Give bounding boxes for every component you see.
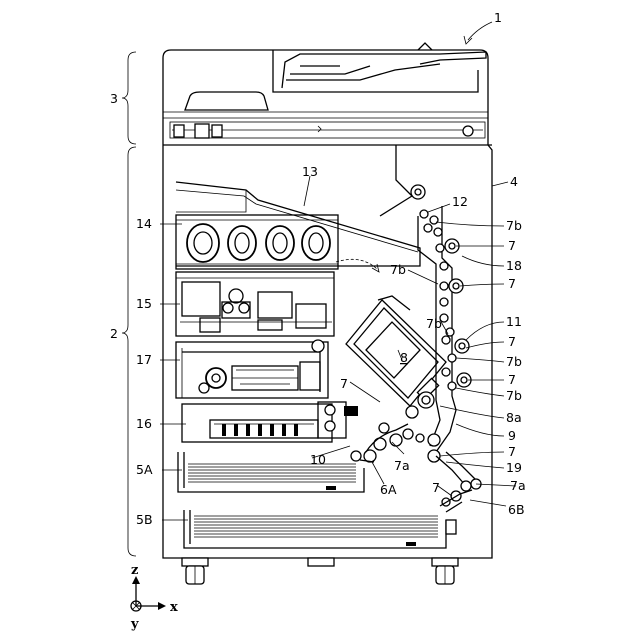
paper-tray-lower: [184, 510, 456, 548]
label-tray-lower: 5B: [136, 512, 153, 527]
bracket-lower: [122, 147, 136, 556]
axis-x-label: x: [170, 600, 178, 615]
label-roller-7-mid: 7: [340, 376, 348, 391]
feed-rollers-upper: [351, 423, 413, 462]
image-unit: [176, 340, 328, 398]
label-path-9: 9: [508, 428, 516, 443]
axis-y-label: y: [130, 617, 139, 632]
optical-unit: [176, 145, 425, 266]
toner-cartridges: [176, 215, 338, 269]
leader-lines: [160, 22, 516, 520]
label-roller-7-1: 7: [508, 238, 516, 253]
label-roller-7b-mid: 7b: [426, 316, 442, 331]
label-image-unit: 17: [136, 352, 152, 367]
label-roller-7-5: 7: [508, 444, 516, 459]
label-tray-upper: 5A: [136, 462, 153, 477]
label-belt-roller: 12: [452, 194, 468, 209]
label-transfer-unit: 16: [136, 416, 152, 431]
label-roller-7-2: 7: [508, 276, 516, 291]
label-optical-unit: 13: [302, 164, 318, 179]
casters: [182, 558, 458, 584]
label-roller-7a-mid: 7a: [394, 458, 410, 473]
label-roller-7b-left: 7b: [390, 262, 406, 277]
label-exposure-unit: 15: [136, 296, 152, 311]
label-roller-7b-2: 7b: [506, 354, 522, 369]
coordinate-axes: z x y: [130, 563, 178, 632]
fixing-unit: [346, 296, 446, 418]
label-roller-7-3: 7: [508, 334, 516, 349]
label-feeder-upper: 6A: [380, 482, 397, 497]
transfer-unit: [182, 402, 358, 442]
label-roller-7b-1: 7b: [506, 218, 522, 233]
label-sensor-19: 19: [506, 460, 522, 475]
document-feeder: [185, 43, 486, 110]
bracket-upper: [122, 52, 136, 144]
label-sensor-18: 18: [506, 258, 522, 273]
paper-tray-upper: [178, 452, 364, 492]
paper-stack-lower: [194, 516, 438, 537]
label-roller-7a-low: 7a: [510, 478, 526, 493]
label-fixing-sub: 8a: [506, 410, 522, 425]
transfer-blades: [222, 424, 298, 436]
label-apparatus: 1: [494, 10, 502, 25]
paper-stack-upper: [188, 464, 356, 482]
label-upper-section: 3: [110, 91, 118, 106]
label-roller-7b-3: 7b: [506, 388, 522, 403]
label-feeder-lower: 6B: [508, 502, 525, 517]
toner-bottles: [187, 224, 330, 262]
label-roller-7-low: 7: [432, 480, 440, 495]
axis-z-label: z: [131, 563, 138, 578]
label-lower-section: 2: [110, 326, 118, 341]
label-fixing-unit: 8: [400, 350, 408, 365]
label-path-11: 11: [506, 314, 522, 329]
exposure-unit: [176, 259, 379, 336]
label-roller-group: 10: [310, 452, 326, 467]
label-roller-7-4: 7: [508, 372, 516, 387]
label-toner-cartridges: 14: [136, 216, 152, 231]
label-side-cover: 4: [510, 174, 518, 189]
